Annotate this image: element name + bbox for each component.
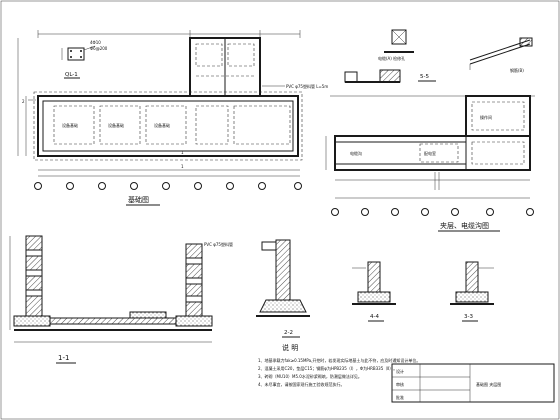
notes: 说 明 1、地基承载力fak≥0.15MPa,开挖时，若发现实际地基土与此不符，… [258, 343, 420, 387]
cable-trench-plan: 操作间 配电室 电缆沟 夹层、电缆沟图 [325, 95, 535, 232]
section-1-1: PVC φ75塑料管 1-1 [9, 235, 233, 364]
section-2-2: 2-2 [256, 239, 310, 338]
note-4: 4、未尽事宜，请按国家现行施工验收规范执行。 [258, 381, 345, 387]
svg-text:1: 1 [181, 164, 184, 169]
svg-text:电缆(A) 检修孔: 电缆(A) 检修孔 [378, 55, 405, 61]
ql1-label: QL-1 [65, 72, 78, 78]
section-3-3: 3-3 [450, 261, 494, 322]
section-4-4: 4-4 [352, 261, 396, 322]
title-row-1: 设计 [396, 368, 404, 374]
svg-text:操作间: 操作间 [480, 114, 492, 120]
section-5-5: 5-5 [344, 69, 436, 83]
title-row-3: 批准 [396, 394, 404, 400]
pvc-pipe-label-2: PVC φ75塑料管 [204, 241, 233, 247]
svg-text:设备基础: 设备基础 [154, 122, 170, 128]
note-3: 3、砖砌（MU10）M5.0水泥砂浆砌筑，防潮层做法详见。 [258, 373, 362, 379]
note-1: 1、地基承载力fak≥0.15MPa,开挖时，若发现实际地基土与此不符，应及时通… [258, 357, 420, 363]
svg-text:1: 1 [181, 150, 184, 155]
svg-text:4Φ10: 4Φ10 [90, 40, 101, 45]
title-row-2: 审核 [396, 381, 404, 387]
foundation-plan-title: 基础图 [128, 195, 149, 204]
svg-text:2: 2 [22, 99, 25, 104]
svg-text:Φ6@200: Φ6@200 [90, 46, 108, 51]
note-2: 2、混凝土采用C20，垫层C15；钢筋φ为HPB235（Ⅰ），Φ为HRB335（… [258, 365, 397, 371]
foundation-plan: 设备基础 设备基础 设备基础 PVC φ75塑料管 L=5m 1 1 2 基础图 [17, 30, 328, 206]
svg-text:3-3: 3-3 [464, 314, 473, 320]
svg-text:设备基础: 设备基础 [62, 122, 78, 128]
svg-text:设备基础: 设备基础 [108, 122, 124, 128]
section-1-label: 1-1 [58, 354, 69, 362]
section-4-label: 4-4 [370, 314, 379, 320]
section-2-label: 2-2 [284, 330, 293, 336]
title-block: 设计 审核 批准 基础图 夹层图 [391, 363, 555, 403]
section-5-label: 5-5 [420, 74, 429, 80]
drawing-name: 基础图 夹层图 [476, 381, 501, 387]
equip-room-label: 配电室 [424, 150, 436, 156]
ql1-detail: 4Φ10 Φ6@200 QL-1 [61, 40, 108, 79]
pvc-pipe-label: PVC φ75塑料管 L=5m [286, 83, 328, 89]
svg-text:钢筋(B): 钢筋(B) [510, 67, 524, 73]
notes-heading: 说 明 [282, 343, 298, 352]
gate-detail: 钢筋(B) [469, 37, 533, 73]
cable-trench-plan-title: 夹层、电缆沟图 [440, 221, 489, 230]
cable-trench-label: 电缆沟 [350, 150, 362, 156]
trench-cover-detail: 电缆(A) 检修孔 [378, 29, 414, 61]
